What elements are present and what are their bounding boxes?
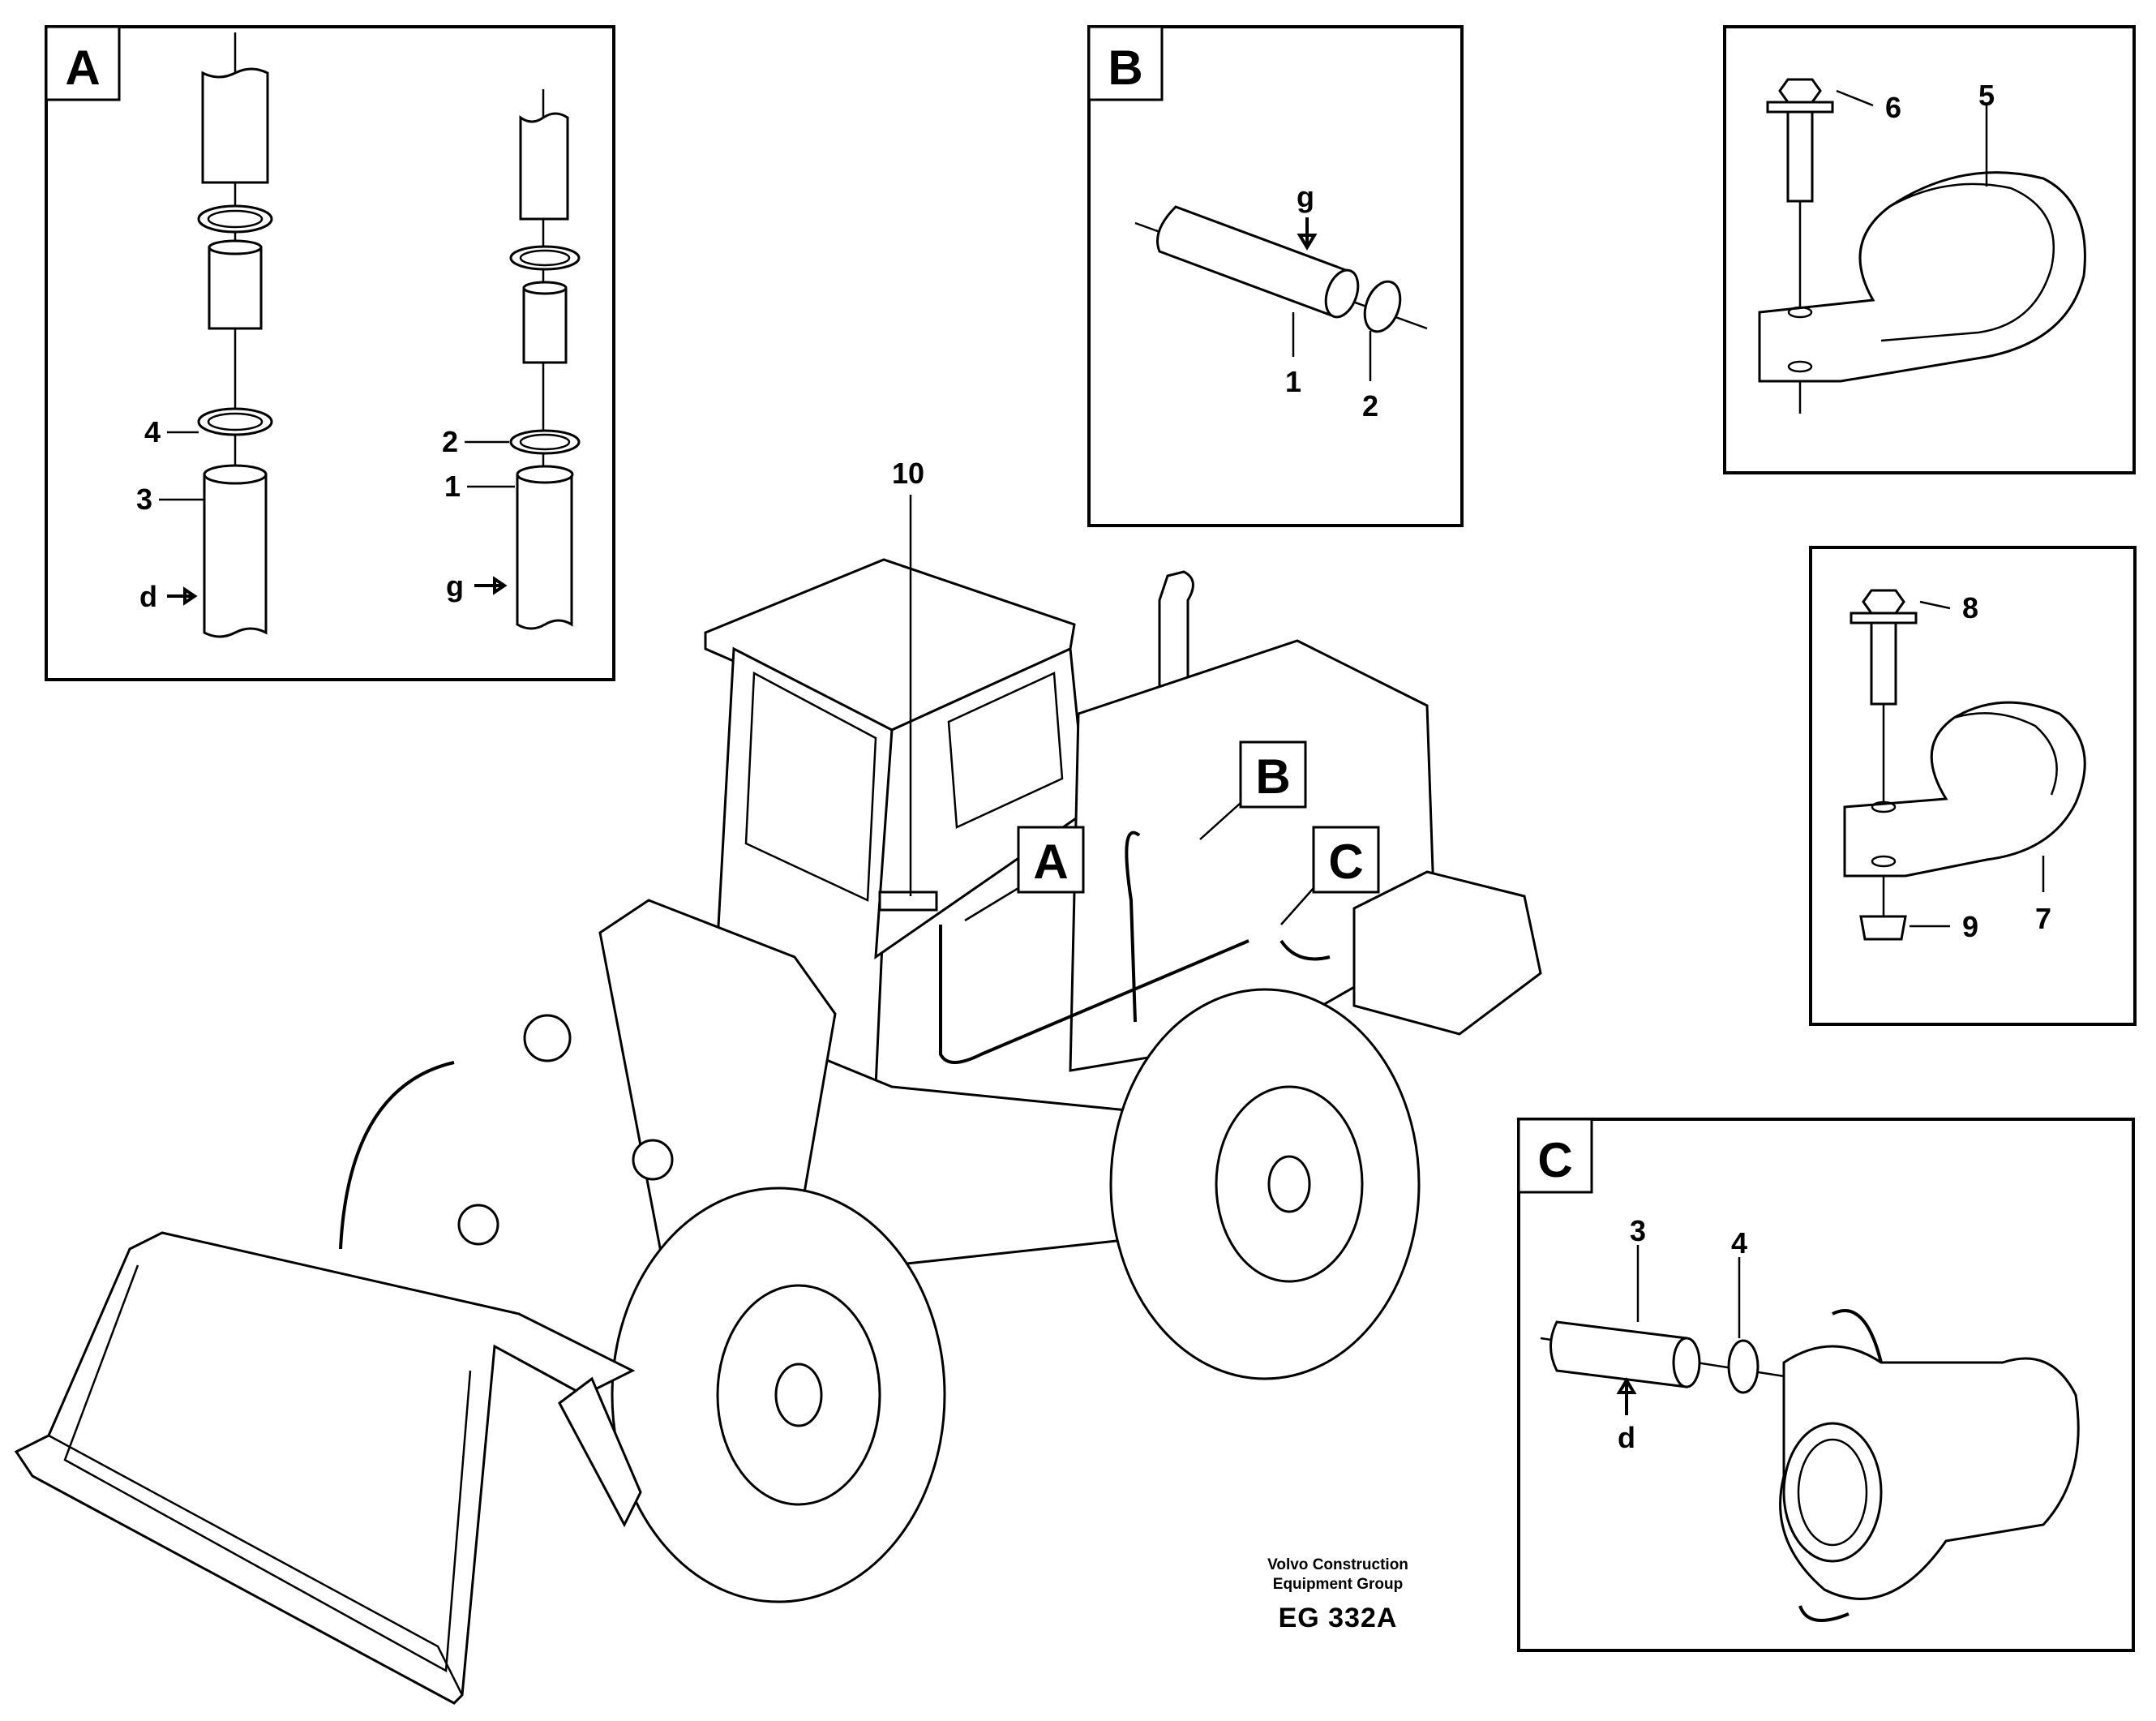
bolt-head-6 xyxy=(1778,78,1822,104)
tag-c: C xyxy=(1328,835,1363,889)
label-3-panel-a: 3 xyxy=(136,483,152,516)
label-2-panel-b: 2 xyxy=(1362,389,1378,423)
rear-box xyxy=(1352,870,1542,1036)
label-1-panel-a: 1 xyxy=(444,470,461,503)
heater-hose xyxy=(939,925,1249,1064)
label-d-panel-a: d xyxy=(139,580,157,613)
label-9: 9 xyxy=(1962,910,1978,943)
clamp-panel-b xyxy=(1363,280,1402,333)
clamp-7 xyxy=(1843,701,2086,878)
label-4-panel-c: 4 xyxy=(1731,1226,1747,1260)
tag-a: A xyxy=(1033,835,1068,889)
panel-c-letter: C xyxy=(1537,1133,1572,1187)
tag-b: B xyxy=(1255,749,1290,804)
label-3-panel-c: 3 xyxy=(1630,1214,1646,1247)
hose-stack-right xyxy=(509,89,581,630)
panel-a-letter: A xyxy=(65,41,100,95)
credit-line-2: Equipment Group xyxy=(1272,1576,1404,1593)
clamp-panel-c xyxy=(1727,1339,1760,1394)
panel-c: C 3 4 d xyxy=(1517,1118,2135,1652)
clamp-5 xyxy=(1758,171,2086,383)
rear-wheel xyxy=(1109,988,1421,1380)
label-d-panel-c: d xyxy=(1618,1421,1635,1454)
nut-9 xyxy=(1859,915,1907,941)
label-1-panel-b: 1 xyxy=(1285,365,1301,398)
panel-clamp-top: 6 5 xyxy=(1723,25,2136,474)
hose-stack-left xyxy=(197,32,273,638)
hose-panel-b xyxy=(1156,205,1352,318)
front-wheel xyxy=(611,1187,946,1603)
label-5: 5 xyxy=(1978,79,1995,112)
panel-clamp-mid: 8 9 7 xyxy=(1809,546,2137,1026)
hose-panel-c xyxy=(1549,1320,1688,1388)
panel-b-letter: B xyxy=(1108,41,1142,95)
credit-line-1: Volvo Construction xyxy=(1267,1556,1408,1573)
callout-10: 10 xyxy=(892,457,924,490)
label-2-panel-a: 2 xyxy=(442,425,458,458)
label-6: 6 xyxy=(1885,91,1901,124)
label-7: 7 xyxy=(2035,902,2051,935)
wheel-loader-illustration: 10 A B C xyxy=(14,457,1542,1705)
label-g-panel-a: g xyxy=(446,569,464,603)
label-8: 8 xyxy=(1962,591,1978,624)
figure-code: EG 332A xyxy=(1278,1603,1398,1633)
panel-b: B g 1 2 xyxy=(1087,25,1464,527)
panel-a: A 4 3 d xyxy=(45,25,615,681)
bucket xyxy=(14,1231,642,1705)
label-4-panel-a: 4 xyxy=(144,415,161,448)
label-g-panel-b: g xyxy=(1297,180,1314,213)
bolt-head-8 xyxy=(1862,589,1905,615)
publisher-credit: Volvo Construction Equipment Group EG 33… xyxy=(1200,1556,1476,1634)
